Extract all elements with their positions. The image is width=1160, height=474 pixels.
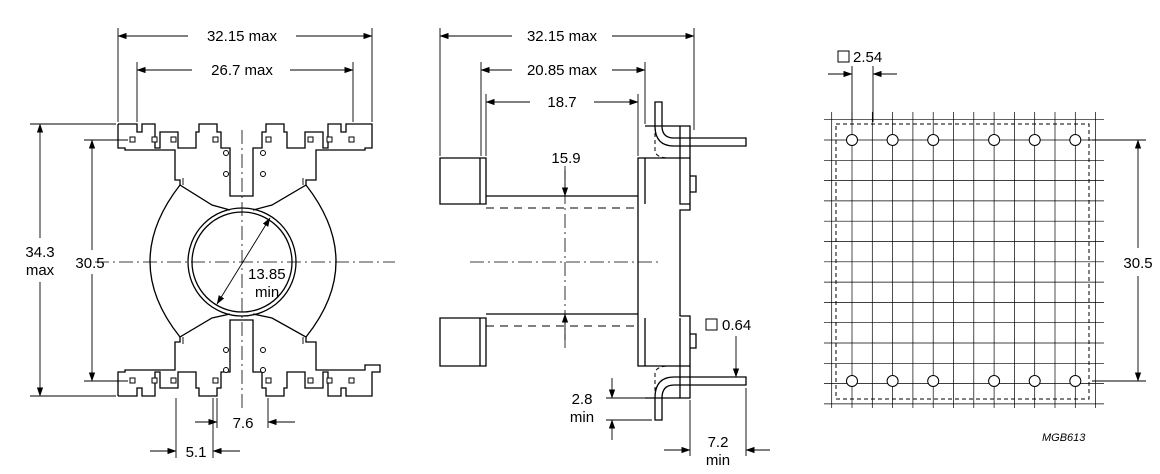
side-bottom-pin (654, 376, 747, 421)
front-overall-height-value: 34.3 (25, 244, 54, 261)
front-inner-width-label: 26.7 max (211, 62, 273, 79)
pcb-pin-hole (988, 375, 1001, 387)
front-top-pins (129, 136, 355, 143)
front-right-lobe (305, 184, 337, 338)
pin-pitch-label: 5.1 (186, 444, 207, 461)
pin-length-value: 7.2 (708, 434, 729, 451)
center-gap-label: 7.6 (233, 415, 254, 432)
front-bottom-pins (129, 377, 355, 384)
pcb-pin-hole (1069, 375, 1082, 387)
side-top-pin (654, 101, 747, 147)
side-left-flange-top (439, 157, 487, 205)
pcb-pin-hole (886, 375, 899, 387)
front-top-flange-left (117, 124, 231, 211)
pcb-pin-hole (927, 375, 940, 387)
front-top-flange (118, 123, 373, 211)
side-flange-width-label: 20.85 max (527, 62, 598, 79)
pin-standoff-unit: min (570, 409, 594, 426)
pcb-grid (824, 112, 1104, 408)
pcb-holes (846, 134, 1082, 387)
pin-length-unit: min (706, 452, 730, 469)
front-left-lobe (149, 184, 181, 338)
front-pin-row-spacing-label: 30.5 (75, 255, 104, 272)
pcb-outline (835, 123, 1090, 400)
pcb-pin-hole (1028, 134, 1041, 146)
front-view: 32.15 max 26.7 max 34.3 max 30.5 13.85 m… (25, 28, 395, 461)
side-right-flange (637, 157, 691, 367)
bore-diameter-unit: min (255, 284, 279, 301)
grid-pitch-label: 2.54 (853, 49, 882, 66)
front-overall-height-unit: max (26, 262, 55, 279)
drawing-code: MGB613 (1042, 432, 1086, 444)
pin-standoff-value: 2.8 (572, 391, 593, 408)
grid-square-symbol-icon (837, 50, 850, 63)
side-overall-width-label: 32.15 max (527, 28, 598, 45)
front-bottom-flange-left (117, 313, 231, 396)
front-bottom-flange (118, 313, 381, 397)
square-symbol-icon (705, 318, 718, 331)
pcb-pin-hole (846, 134, 858, 146)
side-pin-size-label: 0.64 (722, 317, 751, 334)
pcb-pin-hole (927, 134, 940, 146)
pcb-pin-hole (1069, 134, 1082, 146)
side-view: 32.15 max 20.85 max 18.7 15.9 0.64 2.8 m… (439, 28, 770, 469)
pcb-pin-hole (886, 134, 899, 146)
pcb-pin-hole (846, 375, 858, 387)
pcb-layout: 2.54 30.5 MGB613 (824, 49, 1153, 444)
side-winding-width-label: 18.7 (547, 94, 576, 111)
side-winding-height-label: 15.9 (551, 150, 580, 167)
pcb-pin-hole (988, 134, 1001, 146)
front-center-holes (223, 150, 266, 373)
front-overall-width-label: 32.15 max (207, 28, 278, 45)
side-left-flange-bottom (439, 317, 487, 367)
pcb-pin-hole (1028, 375, 1041, 387)
pcb-row-spacing-label: 30.5 (1123, 255, 1152, 272)
bore-diameter-value: 13.85 (248, 266, 286, 283)
